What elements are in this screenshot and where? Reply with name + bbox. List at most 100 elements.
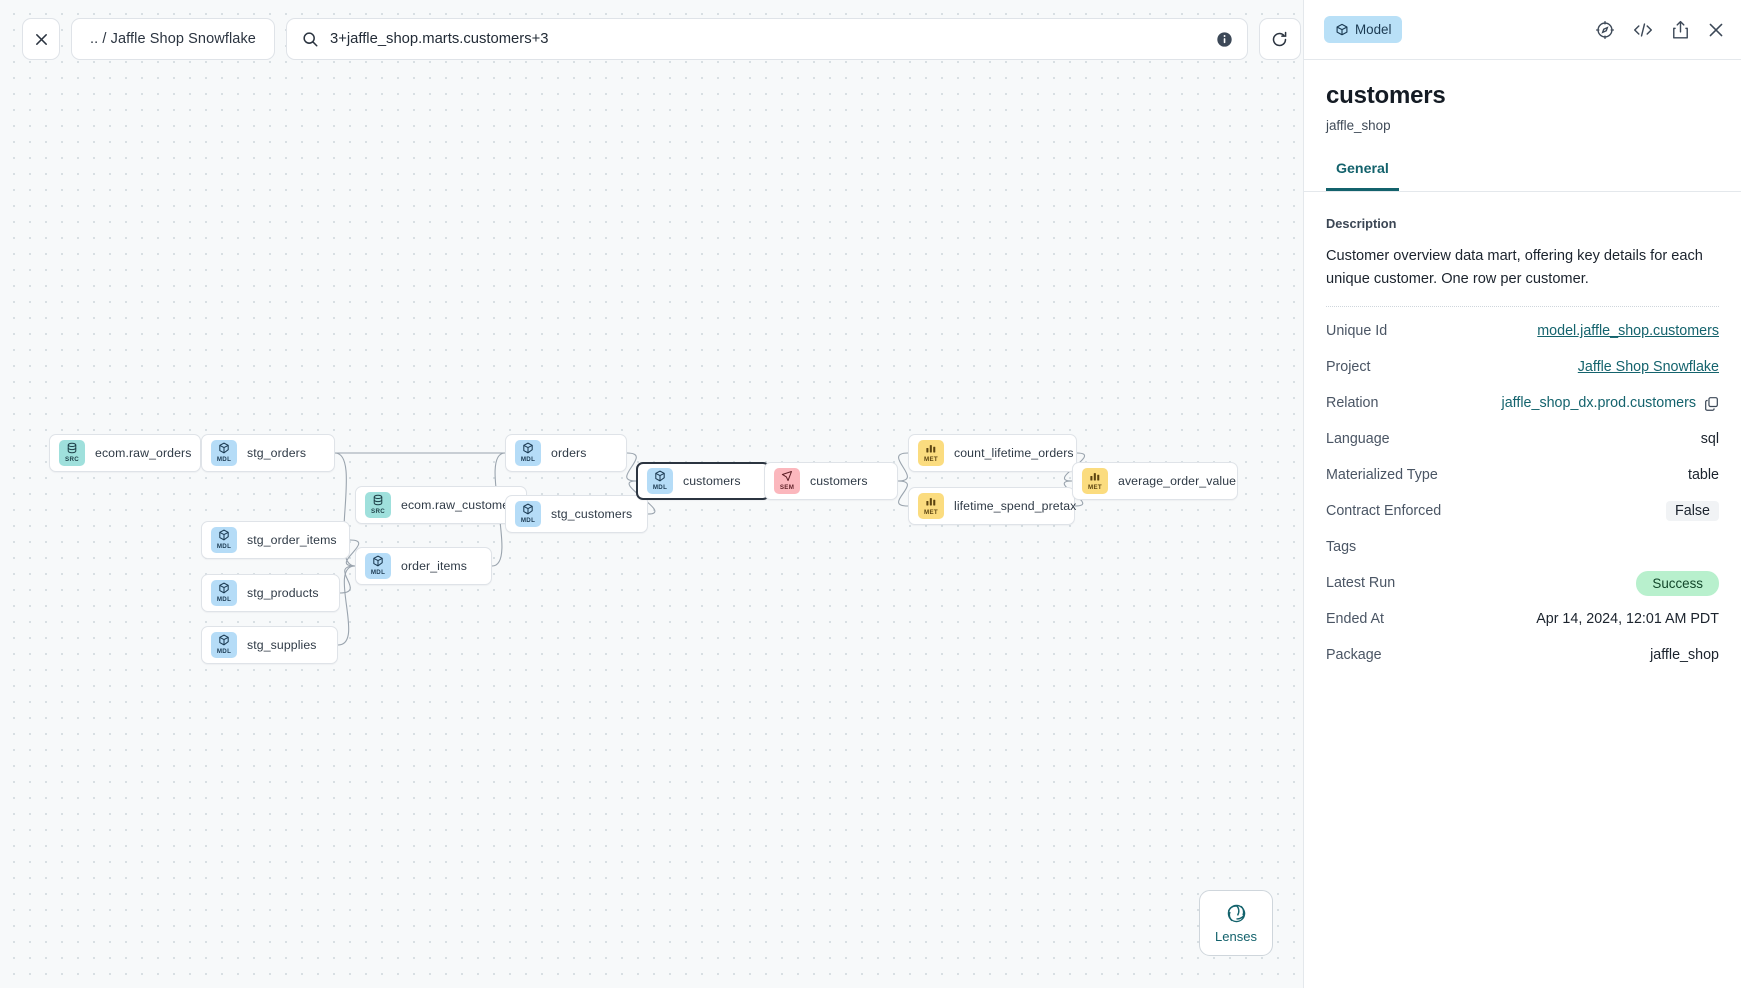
lineage-node-customers_semantic[interactable]: SEM customers: [764, 462, 898, 500]
description-heading: Description: [1326, 216, 1397, 231]
close-lineage-button[interactable]: [22, 18, 60, 60]
node-label: stg_orders: [247, 446, 307, 460]
detail-row: Materialized Type table: [1326, 457, 1719, 493]
detail-value-text: sql: [1700, 431, 1719, 448]
detail-label: Language: [1326, 431, 1390, 448]
refresh-button[interactable]: [1258, 18, 1301, 60]
close-icon[interactable]: [1707, 21, 1725, 39]
node-label: customers: [683, 474, 741, 488]
detail-value: Success: [1636, 570, 1719, 596]
lineage-node-ecom_raw_customers[interactable]: SRC ecom.raw_customers: [355, 486, 527, 524]
info-icon[interactable]: [1216, 31, 1233, 48]
panel-divider: [1304, 59, 1741, 60]
node-type-badge-met: MET: [1082, 468, 1108, 494]
panel-action-buttons: [1595, 20, 1725, 40]
cube-icon: [1335, 23, 1349, 37]
code-icon[interactable]: [1632, 20, 1654, 40]
node-label: stg_order_items: [247, 533, 337, 547]
copy-icon[interactable]: [1704, 396, 1719, 411]
panel-body: Description Customer overview data mart,…: [1304, 192, 1741, 673]
detail-value-text: table: [1687, 467, 1719, 484]
breadcrumb[interactable]: .. / Jaffle Shop Snowflake: [71, 18, 275, 60]
share-icon[interactable]: [1671, 20, 1690, 40]
search-icon: [302, 31, 319, 48]
panel-tabs: General: [1304, 161, 1741, 192]
close-icon: [34, 32, 49, 47]
canvas-toolbar: .. / Jaffle Shop Snowflake 3+jaffle_shop…: [22, 18, 1301, 60]
panel-subtitle: jaffle_shop: [1326, 118, 1391, 133]
node-label: ecom.raw_orders: [95, 446, 192, 460]
detail-value[interactable]: Jaffle Shop Snowflake: [1578, 359, 1719, 375]
detail-value-text: jaffle_shop: [1650, 647, 1719, 664]
panel-toolbar: Model: [1304, 0, 1741, 59]
divider: [1326, 306, 1719, 308]
aperture-icon: [1226, 903, 1247, 924]
node-label: average_order_value: [1118, 474, 1237, 488]
node-type-badge-sem: SEM: [774, 468, 800, 494]
search-input[interactable]: 3+jaffle_shop.marts.customers+3: [285, 18, 1248, 60]
details-panel: Model customers jaffle_shop: [1303, 0, 1741, 988]
detail-label: Ended At: [1326, 611, 1385, 628]
lineage-node-orders[interactable]: MDL orders: [505, 434, 627, 472]
search-input-value: 3+jaffle_shop.marts.customers+3: [329, 31, 549, 47]
detail-value: table: [1688, 467, 1719, 483]
tab-general[interactable]: General: [1326, 161, 1399, 191]
detail-label: Tags: [1326, 539, 1357, 556]
panel-header: customers jaffle_shop: [1304, 60, 1741, 133]
node-label: order_items: [401, 559, 468, 573]
detail-value-text: jaffle_shop_dx.prod.customers: [1501, 395, 1696, 412]
node-type-badge-mdl: MDL: [211, 632, 237, 658]
lineage-node-average_order_value[interactable]: MET average_order_value: [1072, 462, 1238, 500]
node-label: customers: [810, 474, 868, 488]
node-label: stg_products: [247, 586, 319, 600]
detail-label: Materialized Type: [1326, 467, 1438, 484]
detail-value: Apr 14, 2024, 12:01 AM PDT: [1536, 611, 1719, 627]
lineage-node-order_items[interactable]: MDL order_items: [355, 547, 492, 585]
detail-value-chip: False: [1666, 501, 1719, 522]
lineage-canvas[interactable]: .. / Jaffle Shop Snowflake 3+jaffle_shop…: [0, 0, 1303, 988]
lineage-node-customers_model[interactable]: MDL customers: [636, 462, 770, 500]
detail-row: Project Jaffle Shop Snowflake: [1326, 349, 1719, 385]
detail-value[interactable]: jaffle_shop_dx.prod.customers: [1502, 395, 1719, 411]
detail-label: Latest Run: [1326, 575, 1396, 592]
refresh-icon: [1270, 30, 1289, 49]
node-type-badge-mdl: MDL: [647, 468, 673, 494]
page-title: customers: [1326, 82, 1446, 109]
locate-icon[interactable]: [1595, 20, 1615, 40]
node-type-badge-mdl: MDL: [365, 553, 391, 579]
node-label: ecom.raw_customers: [401, 498, 520, 512]
node-type-badge-src: SRC: [365, 492, 391, 518]
lenses-button[interactable]: Lenses: [1199, 890, 1273, 956]
detail-label: Package: [1326, 647, 1382, 664]
detail-row: Ended At Apr 14, 2024, 12:01 AM PDT: [1326, 601, 1719, 637]
detail-value-text: Apr 14, 2024, 12:01 AM PDT: [1536, 611, 1719, 628]
detail-value[interactable]: model.jaffle_shop.customers: [1537, 323, 1719, 339]
detail-value-text: model.jaffle_shop.customers: [1537, 323, 1719, 340]
detail-value: sql: [1701, 431, 1719, 447]
node-label: lifetime_spend_pretax: [954, 499, 1077, 513]
node-label: orders: [551, 446, 587, 460]
detail-row: Language sql: [1326, 421, 1719, 457]
node-type-badge-mdl: MDL: [515, 440, 541, 466]
detail-value: False: [1666, 501, 1719, 522]
lineage-node-stg_supplies[interactable]: MDL stg_supplies: [201, 626, 338, 664]
node-label: count_lifetime_orders: [954, 446, 1074, 460]
model-type-chip[interactable]: Model: [1324, 16, 1403, 43]
status-badge: Success: [1636, 570, 1719, 596]
node-label: stg_supplies: [247, 638, 317, 652]
detail-row: Tags: [1326, 529, 1719, 565]
model-type-label: Model: [1355, 22, 1392, 37]
detail-label: Project: [1326, 359, 1371, 376]
detail-label: Relation: [1326, 395, 1379, 412]
